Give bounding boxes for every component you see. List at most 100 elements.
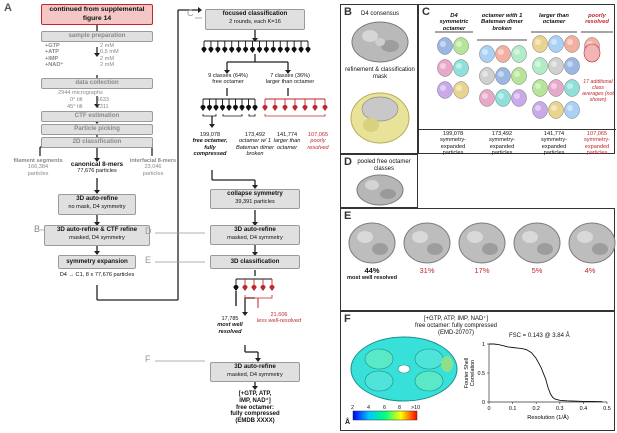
class-leaf [208, 46, 214, 53]
c-count-text: symmetry-expanded particles [488, 137, 516, 157]
panel-a-label: A [4, 2, 12, 14]
symexp-title: symmetry expansion [66, 258, 128, 265]
ctf-box: CTF estimation [41, 111, 153, 122]
panel-b-label: B [344, 6, 352, 18]
class-leaf [277, 46, 283, 53]
cb-unit: Å [345, 419, 351, 426]
best-value: 17,785 [221, 316, 239, 322]
c-count-value: 173,492 [491, 131, 513, 137]
continued-box: continued from supplemental figure 14 [41, 4, 153, 25]
class-average-map [479, 89, 495, 107]
classification-tree-16 [201, 40, 311, 53]
filament-info: filament segments 166,384 particles [8, 158, 68, 177]
fsc-x-tick: 0 [488, 406, 491, 412]
class-average-map [532, 101, 548, 119]
panel-d: D pooled free octamer classes [340, 154, 418, 208]
class-leaf [249, 46, 256, 53]
class-average-map [511, 89, 527, 107]
class-average-map [511, 67, 527, 85]
class-leaf [251, 284, 257, 291]
ligand-name: +IMP [45, 55, 59, 62]
count-text: poorly resolved [307, 138, 329, 151]
class-average-map [495, 45, 511, 63]
panel-d-title: pooled free octamer classes [357, 159, 411, 172]
interfacial-count: 23,046 [144, 164, 162, 171]
ligand-name: +NAD⁺ [45, 62, 64, 69]
colorbar [352, 410, 418, 421]
classification-tree-5 [233, 278, 275, 308]
filament-title: filament segments [13, 158, 63, 164]
nine-label: 9 classes (64%) [208, 73, 248, 79]
d-marker: D [145, 226, 152, 236]
tilt-value: 1633 [96, 97, 109, 103]
symexp-sub: D4 → C1, 8 x 77,676 particles [59, 272, 135, 278]
c-header-3: larger than octamer [539, 13, 569, 26]
c-header-1: D4 symmetric octamer [439, 13, 469, 32]
count-value: 107,065 [307, 132, 329, 138]
class3d-map [458, 222, 506, 264]
class-leaf [305, 46, 311, 53]
class-leaf [213, 104, 219, 111]
class-leaf [256, 46, 263, 53]
refine1-sub: no mask, D4 symmetry [68, 204, 126, 210]
f-title-1: [+GTP, ATP, IMP, NAD⁺] [423, 316, 489, 322]
class-average-map [564, 35, 580, 53]
picking-label: Particle picking [74, 125, 120, 132]
class-leaf [302, 104, 308, 111]
class-leaf [282, 104, 288, 111]
fsc-label: FSC = 0.143 @ 3.84 Å [509, 333, 570, 339]
e-percent-3: 17% [474, 266, 490, 275]
class-leaf [226, 104, 232, 111]
best-text: most well resolved [217, 322, 243, 335]
class-leaf [222, 46, 228, 53]
filament-unit: particles [27, 170, 49, 177]
class-leaf [312, 104, 318, 111]
class-leaf [263, 46, 269, 53]
interfacial-title: interfacial 8-mers [129, 158, 177, 164]
refine2-box: 3D auto-refine & CTF refine masked, D4 s… [44, 225, 150, 246]
cb-tick: 4 [367, 405, 370, 411]
class2d-label: 2D classification [72, 138, 122, 145]
panel-b-caption: refinement & classification mask [345, 67, 415, 80]
class-leaf [322, 104, 328, 111]
seven-label: 7 classes (36%) [270, 73, 310, 79]
f-title-2: free octamer: fully compressed [414, 323, 498, 329]
filament-count: 166,384 [27, 164, 49, 171]
mask-map [350, 92, 410, 144]
sample-prep-label: sample preparation [68, 32, 126, 39]
c-count-value: 199,078 [442, 131, 464, 137]
c-count-4: 107,065 symmetry-expanded particles [577, 131, 617, 157]
cb-tick: >10 [411, 405, 421, 411]
class3d-maps [348, 222, 616, 264]
micrographs-label: micrographs [72, 90, 103, 96]
fsc-x-tick: 0.3 [556, 406, 564, 412]
f-marker: F [145, 354, 151, 364]
count-larger: 141,774 larger than octamer [272, 132, 302, 151]
picking-box: Particle picking [41, 124, 153, 135]
class-average-map [548, 101, 564, 119]
refine2-sub: masked, D4 symmetry [69, 235, 125, 241]
group-bracket [222, 114, 243, 117]
class-leaf [252, 104, 258, 111]
class-average-map [495, 89, 511, 107]
collapse-box: collapse symmetry 39,391 particles [210, 189, 300, 209]
e-percent-4: 5% [531, 266, 543, 275]
fsc-y-tick: 0.5 [478, 371, 486, 377]
c-count-value: 107,065 [586, 131, 608, 137]
panel-d-label: D [344, 156, 352, 168]
fsc-x-tick: 0.1 [509, 406, 516, 412]
symexp-box: symmetry expansion [58, 255, 136, 269]
count-value: 141,774 [276, 132, 298, 138]
fsc-x-label: Resolution (1/Å) [527, 414, 569, 421]
ligand-name: +GTP [45, 43, 60, 49]
class-average-map [479, 67, 495, 85]
final-result: [+GTP, ATP, IMP, NAD⁺] free octamer: ful… [210, 391, 300, 425]
class3d-map [568, 222, 616, 264]
fsc-y-tick: 0 [482, 400, 485, 406]
class-leaf [243, 46, 249, 53]
c-count-text: symmetry-expanded particles [439, 137, 467, 157]
